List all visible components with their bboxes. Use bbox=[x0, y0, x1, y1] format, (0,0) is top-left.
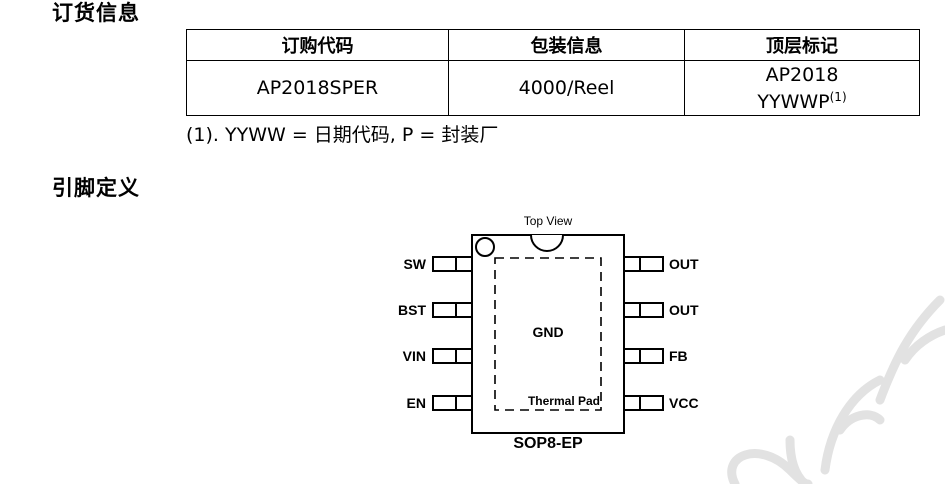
pin-label-fb: FB bbox=[669, 348, 688, 364]
pin-out-2 bbox=[623, 302, 664, 318]
order-info-heading: 订货信息 bbox=[52, 1, 140, 25]
pin-label-bst: BST bbox=[398, 302, 426, 318]
table-header-row: 订购代码 包装信息 顶层标记 bbox=[186, 29, 920, 61]
pin-label-out-2: OUT bbox=[669, 302, 699, 318]
pin-definition-heading: 引脚定义 bbox=[52, 176, 140, 200]
pin-fb bbox=[623, 348, 664, 364]
header-order-code: 订购代码 bbox=[186, 29, 449, 61]
pin-sw bbox=[432, 256, 473, 272]
pin-out-1 bbox=[623, 256, 664, 272]
cell-top-mark: AP2018 YYWWP(1) bbox=[684, 60, 920, 116]
gnd-label: GND bbox=[532, 324, 564, 340]
header-package-info: 包装信息 bbox=[448, 29, 685, 61]
cell-package-info: 4000/Reel bbox=[448, 60, 685, 116]
top-mark-line2: YYWWP(1) bbox=[685, 86, 919, 113]
package-name: SOP8-EP bbox=[513, 435, 583, 452]
order-info-table: 订购代码 包装信息 顶层标记 AP2018SPER 4000/Reel AP20… bbox=[186, 29, 920, 116]
footnote: (1). YYWW = 日期代码, P = 封装厂 bbox=[186, 124, 499, 146]
orientation-notch bbox=[530, 234, 564, 252]
thermal-pad-outline bbox=[494, 257, 602, 411]
pin1-dot bbox=[475, 237, 495, 257]
pin-label-out-1: OUT bbox=[669, 256, 699, 272]
thermal-pad-label: Thermal Pad bbox=[527, 394, 600, 408]
cell-order-code: AP2018SPER bbox=[186, 60, 449, 116]
footnote-ref: (1) bbox=[829, 89, 847, 104]
top-mark-line1: AP2018 bbox=[765, 63, 839, 86]
pin-en bbox=[432, 395, 473, 411]
pin-label-sw: SW bbox=[403, 256, 426, 272]
table-row: AP2018SPER 4000/Reel AP2018 YYWWP(1) bbox=[186, 60, 920, 116]
pin-label-vcc: VCC bbox=[669, 395, 699, 411]
pin-vcc bbox=[623, 395, 664, 411]
pin-label-en: EN bbox=[406, 395, 426, 411]
pin-bst bbox=[432, 302, 473, 318]
top-mark-code: YYWWP bbox=[757, 90, 830, 113]
top-view-label: Top View bbox=[523, 214, 573, 228]
chip-body bbox=[471, 234, 625, 434]
pin-vin bbox=[432, 348, 473, 364]
pin-label-vin: VIN bbox=[402, 348, 426, 364]
